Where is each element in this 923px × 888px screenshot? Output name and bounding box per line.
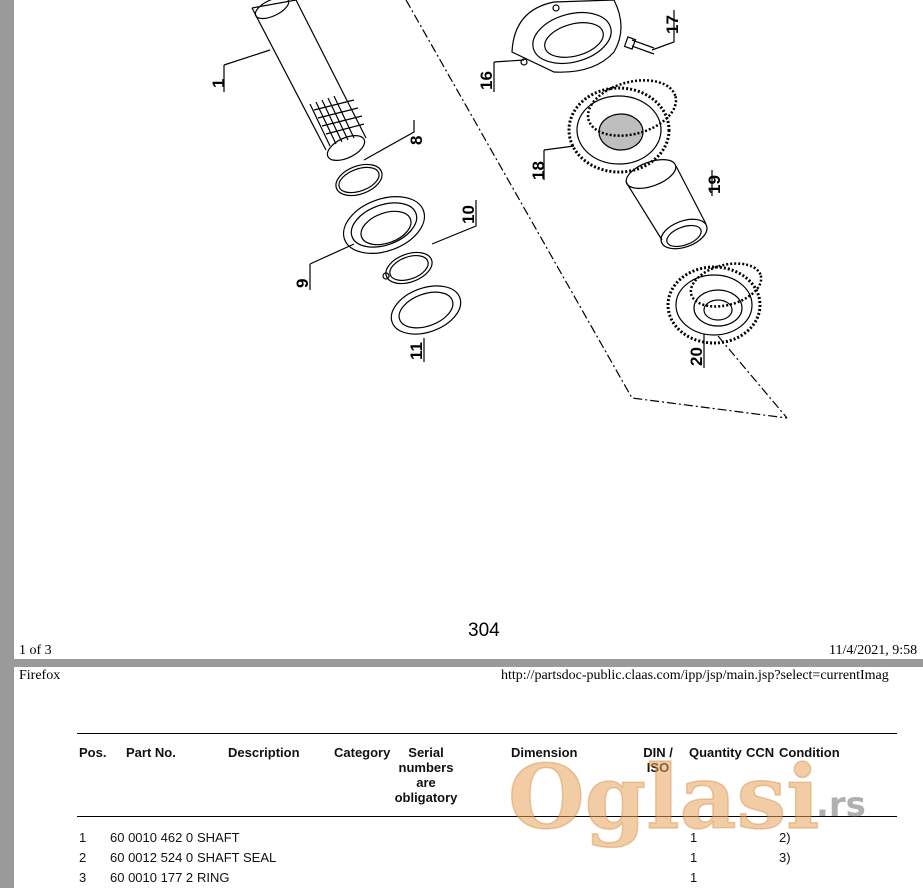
callout-1: 1	[209, 79, 228, 88]
part-16-flange	[511, 0, 622, 73]
callout-20: 20	[687, 347, 706, 366]
table-top-rule	[77, 733, 897, 734]
col-header-serial-line: are	[416, 775, 436, 790]
part-11-ring	[390, 285, 462, 335]
row-2-pos: 2	[79, 850, 87, 865]
part-18-gear	[567, 79, 678, 174]
part-19-sleeve	[625, 159, 708, 250]
callout-8: 8	[407, 136, 426, 145]
col-header-pos: Pos.	[79, 745, 107, 760]
row-1-pos: 1	[79, 830, 87, 845]
page-separator	[14, 659, 923, 667]
col-header-din-iso: DIN / ISO	[638, 745, 678, 775]
col-header-part-no: Part No.	[126, 745, 176, 760]
col-header-description: Description	[228, 745, 300, 760]
col-header-serial-line: numbers	[398, 760, 454, 775]
row-2-description: SHAFT SEAL	[197, 850, 277, 865]
row-1-description: SHAFT	[197, 830, 240, 845]
print-url: http://partsdoc-public.claas.com/ipp/jsp…	[501, 668, 889, 683]
col-header-quantity: Quantity	[689, 745, 742, 760]
print-timestamp: 11/4/2021, 9:58	[829, 643, 918, 658]
part-8-ring	[335, 163, 383, 197]
callout-9: 9	[293, 279, 312, 288]
part-20-gear	[666, 262, 763, 345]
col-header-iso-line: ISO	[646, 760, 670, 775]
col-header-ccn: CCN	[746, 745, 775, 760]
row-3-description: RING	[197, 870, 230, 885]
row-2-part-no: 60 0012 524 0	[110, 850, 194, 865]
col-header-category: Category	[334, 745, 391, 760]
row-1-quantity: 1	[690, 830, 698, 845]
col-header-dimension: Dimension	[511, 745, 578, 760]
callout-19: 19	[705, 175, 724, 194]
page-scrollbar-edge	[0, 0, 14, 888]
callout-11: 11	[407, 342, 426, 360]
print-app-name: Firefox	[19, 668, 61, 683]
table-header-rule	[77, 816, 897, 817]
print-page-count: 1 of 3	[19, 643, 52, 658]
part-10-snap-ring	[385, 251, 433, 285]
callout-16: 16	[477, 71, 496, 90]
col-header-condition: Condition	[779, 745, 840, 760]
part-9-seal	[342, 196, 426, 254]
col-header-serial-line: Serial	[408, 745, 444, 760]
row-3-pos: 3	[79, 870, 87, 885]
row-3-part-no: 60 0010 177 2	[110, 870, 194, 885]
watermark-suffix: .rs	[816, 785, 866, 825]
row-1-condition: 2)	[779, 830, 791, 845]
callout-18: 18	[529, 161, 548, 180]
exploded-parts-drawing: 1 8 9 10 11 16 17 18 19 20	[209, 0, 788, 419]
row-2-condition: 3)	[779, 850, 791, 865]
col-header-serial: Serial numbers are obligatory	[392, 745, 460, 805]
col-header-din-line: DIN /	[643, 745, 673, 760]
row-1-part-no: 60 0010 462 0	[110, 830, 194, 845]
callout-17: 17	[663, 15, 682, 34]
part-17-bolt	[631, 39, 655, 55]
row-3-quantity: 1	[690, 870, 698, 885]
page-number: 304	[468, 620, 500, 641]
col-header-serial-line: obligatory	[394, 790, 458, 805]
part-1-shaft	[251, 0, 367, 161]
row-2-quantity: 1	[690, 850, 698, 865]
callout-10: 10	[459, 205, 478, 224]
